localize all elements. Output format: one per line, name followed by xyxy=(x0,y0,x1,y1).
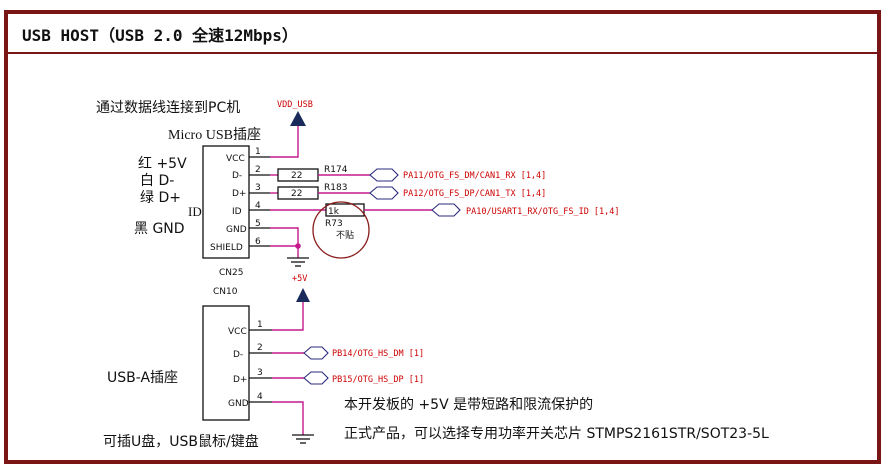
title-bar: USB HOST（USB 2.0 全速12Mbps） xyxy=(8,14,877,54)
pa11-port xyxy=(369,168,399,182)
cn25-pin1-name: VCC xyxy=(226,154,245,164)
cn25-pin4-num: 4 xyxy=(255,201,261,211)
cn25-pin6-num: 6 xyxy=(255,237,261,247)
cn25-pin2-num: 2 xyxy=(255,165,261,175)
note-line-2: 正式产品，可以选择专用功率开关芯片 STMPS2161STR/SOT23-5L xyxy=(344,425,769,442)
usb-a-usage-label: 可插U盘，USB鼠标/键盘 xyxy=(103,433,259,450)
pb14-port xyxy=(303,346,329,360)
cn10-pin2-name: D- xyxy=(233,350,243,360)
cn25-pin2-name: D- xyxy=(232,171,242,181)
cn25-pin6-name: SHIELD xyxy=(210,243,243,253)
r174-value: 22 xyxy=(291,171,302,181)
pa12-net-label: PA12/OTG_FS_DP/CAN1_TX [1,4] xyxy=(403,189,546,199)
pa10-port xyxy=(431,203,461,217)
cn10-pin3-name: D+ xyxy=(233,375,247,385)
cn10-ref: CN10 xyxy=(213,287,238,297)
cn10-pin1-name: VCC xyxy=(228,327,247,337)
cn10-pin2-num: 2 xyxy=(257,343,263,353)
plus5v-net xyxy=(272,302,304,331)
schematic-frame xyxy=(4,10,881,464)
cn25-pin5-name: GND xyxy=(226,225,247,235)
cn25-pin1-num: 1 xyxy=(255,147,261,157)
plus5v-arrow xyxy=(296,288,310,302)
cn25-body xyxy=(202,145,250,259)
wire-white-label: 白 D- xyxy=(140,173,174,189)
wire-black-label: 黑 GND xyxy=(134,221,185,237)
page-title: USB HOST（USB 2.0 全速12Mbps） xyxy=(22,26,298,45)
r73-highlight-circle xyxy=(312,201,370,259)
cn25-pin5-num: 5 xyxy=(255,219,261,229)
r183-value: 22 xyxy=(291,189,302,199)
vdd-usb-net xyxy=(270,124,299,158)
usb-a-label: USB-A插座 xyxy=(107,370,178,386)
pa12-port xyxy=(369,186,399,200)
pb15-port xyxy=(303,371,329,385)
vdd-usb-label: VDD_USB xyxy=(277,100,313,110)
pb14-net-label: PB14/OTG_HS_DM [1] xyxy=(332,349,424,359)
pa11-net-label: PA11/OTG_FS_DM/CAN1_RX [1,4] xyxy=(403,171,546,181)
r73-note: 不贴 xyxy=(336,229,354,241)
cn10-pin3-num: 3 xyxy=(257,368,263,378)
cn10-pin4-name: GND xyxy=(228,399,249,409)
r73-value: 1k xyxy=(328,207,340,217)
cn10-pin4-num: 4 xyxy=(257,392,263,402)
vdd-usb-arrow xyxy=(290,111,306,126)
wire-red-label: 红 +5V xyxy=(138,156,187,172)
note-line-1: 本开发板的 +5V 是带短路和限流保护的 xyxy=(344,397,593,413)
wire-green-label: 绿 D+ xyxy=(140,190,181,206)
pc-note: 通过数据线连接到PC机 xyxy=(96,99,240,116)
pb15-net-label: PB15/OTG_HS_DP [1] xyxy=(332,375,424,385)
r174-ref: R174 xyxy=(324,165,348,175)
wire-id-label: ID xyxy=(188,204,202,219)
r73-ref: R73 xyxy=(325,219,343,229)
cn10-pin1-num: 1 xyxy=(257,320,263,330)
micro-usb-label: Micro USB插座 xyxy=(168,127,261,143)
cn10-body xyxy=(202,305,250,421)
r183-ref: R183 xyxy=(324,183,347,193)
cn25-pin4-name: ID xyxy=(232,207,242,217)
cn25-pin3-name: D+ xyxy=(232,189,246,199)
cn25-ref: CN25 xyxy=(219,268,243,278)
pa10-net-label: PA10/USART1_RX/OTG_FS_ID [1,4] xyxy=(466,207,620,217)
cn25-pin3-num: 3 xyxy=(255,183,261,193)
plus5v-label: +5V xyxy=(292,274,307,284)
